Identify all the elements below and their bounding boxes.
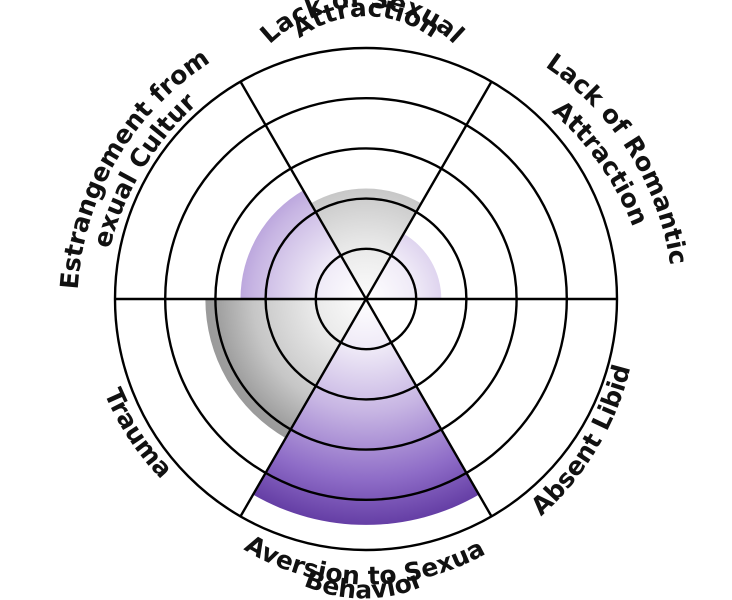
sector-fill-estrangement-from-sexual-culture bbox=[240, 190, 366, 299]
sector-fills bbox=[205, 188, 479, 525]
label-trauma: Trauma bbox=[99, 384, 179, 484]
sector-fill-lack-of-sexual-attraction bbox=[310, 188, 422, 299]
sector-fill-trauma bbox=[205, 299, 366, 439]
grid-lines bbox=[113, 46, 619, 552]
label-estrangement-from-sexual-culture-line2: Sexual Culture bbox=[0, 0, 202, 251]
sector-fill-aversion-to-sexual-behavior bbox=[253, 299, 479, 525]
